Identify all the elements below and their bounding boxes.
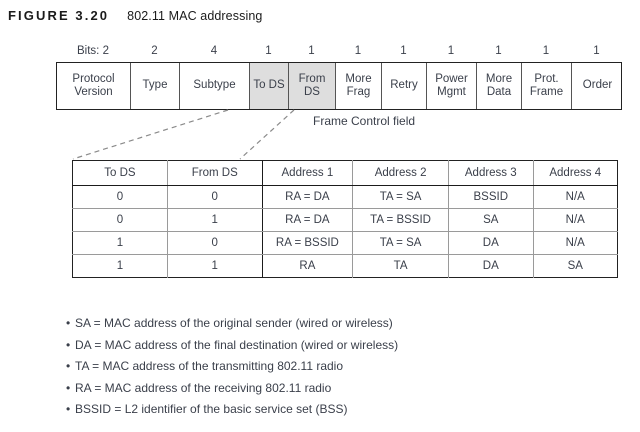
legend-item-text: DA = MAC address of the final destinatio… [75,337,399,352]
connector-line-from-ds [239,109,295,160]
address-table-header-address-4: Address 4 [533,160,618,186]
frame-control-cell-order: Order [582,79,613,92]
address-table-cell-r2-c4: TA = BSSID [352,208,450,232]
bits-label-6: 1 [354,45,362,58]
bits-label-4: 1 [265,45,272,58]
address-table-header-address-2: Address 2 [352,160,450,186]
bits-label-1: Bits: 2 [77,45,109,58]
address-table-cell-r2-c3: RA = DA [262,208,354,232]
bits-label-10: 1 [542,45,550,58]
bullet-icon: • [66,359,71,373]
bits-label-5: 1 [308,45,315,58]
address-table-cell-r3-c3: RA = BSSID [262,231,354,255]
frame-control-cell-to-ds: To DS [250,63,289,109]
figure-caption: FIGURE 3.20 802.11 MAC addressing [8,8,262,23]
figure-label: FIGURE 3.20 [8,8,110,23]
address-table-cell-r1-c5: BSSID [448,185,534,209]
bits-label-8: 1 [447,45,455,58]
address-table-cell-r2-c2: 1 [167,208,263,232]
address-table-cell-r2-c5: SA [448,208,534,232]
address-table-cell-r1-c3: RA = DA [262,185,354,209]
list-item: • TA = MAC address of the transmitting 80… [66,356,398,378]
bullet-icon: • [66,316,71,330]
address-table-cell-r1-c2: 0 [167,185,263,209]
bullet-icon: • [66,337,71,352]
address-table-cell-r3-c1: 1 [72,231,168,255]
bullet-icon: • [66,402,71,416]
bits-label-7: 1 [400,45,407,58]
address-table-cell-r4-c2: 1 [167,254,263,278]
address-table-header-from-ds: From DS [167,160,263,186]
address-table-header-to-ds: To DS [72,160,168,186]
list-item: • RA = MAC address of the receiving 802.1… [66,378,398,400]
address-table-cell-r4-c5: DA [448,254,534,278]
address-table-header-address-3: Address 3 [448,160,534,186]
legend-item-text: RA = MAC address of the receiving 802.11… [75,380,332,395]
bits-label-3: 4 [210,45,218,58]
address-table-cell-r4-c3: RA [262,254,354,278]
address-table-cell-r3-c4: TA = SA [352,231,450,255]
list-item: • SA = MAC address of the original sender… [66,313,398,335]
address-table-header-address-1: Address 1 [262,160,354,186]
address-table-cell-r3-c5: DA [448,231,534,255]
connector-line-to-ds [72,109,229,160]
legend-item-text: BSSID = L2 identifier of the basic servi… [75,402,348,416]
bits-label-2: 2 [151,45,158,58]
frame-control-cell-retry: Retry [382,63,427,109]
address-table-cell-r3-c6: N/A [533,231,618,255]
list-item: • BSSID = L2 identifier of the basic serv… [66,399,398,421]
bits-legend-row: Bits: 2 2 4 1 1 1 1 1 1 1 1 [56,44,622,60]
address-table-cell-r1-c1: 0 [72,185,168,209]
bullet-icon: • [66,380,71,395]
frame-control-cell-prot-frame: Prot.Frame [522,63,572,109]
address-table-cell-r1-c6: N/A [533,185,618,209]
address-table-cell-r3-c2: 0 [167,231,263,255]
address-table-cell-r4-c1: 1 [72,254,168,278]
frame-control-field-label: Frame Control field [313,114,416,128]
frame-control-cell-label: Prot.Frame [529,72,564,98]
address-table-cell-r1-c4: TA = SA [352,185,450,209]
legend-definitions-list: • SA = MAC address of the original sender… [66,313,398,421]
frame-control-cell-subtype: Subtype [180,63,250,109]
bits-label-11: 1 [593,45,600,58]
legend-item-text: SA = MAC address of the original sender … [75,316,393,330]
address-table-cell-r4-c4: TA [352,254,450,278]
legend-item-text: TA = MAC address of the transmitting 802… [75,359,344,373]
bits-label-9: 1 [495,45,502,58]
address-table-cell-r4-c6: SA [567,260,583,272]
address-table-cell-r2-c6: N/A [533,208,618,232]
address-table-cell-r2-c1: 0 [72,208,168,232]
figure-title: 802.11 MAC addressing [127,9,263,23]
list-item: • DA = MAC address of the final destinati… [66,335,398,357]
frame-control-cell-type: Type [131,63,180,109]
